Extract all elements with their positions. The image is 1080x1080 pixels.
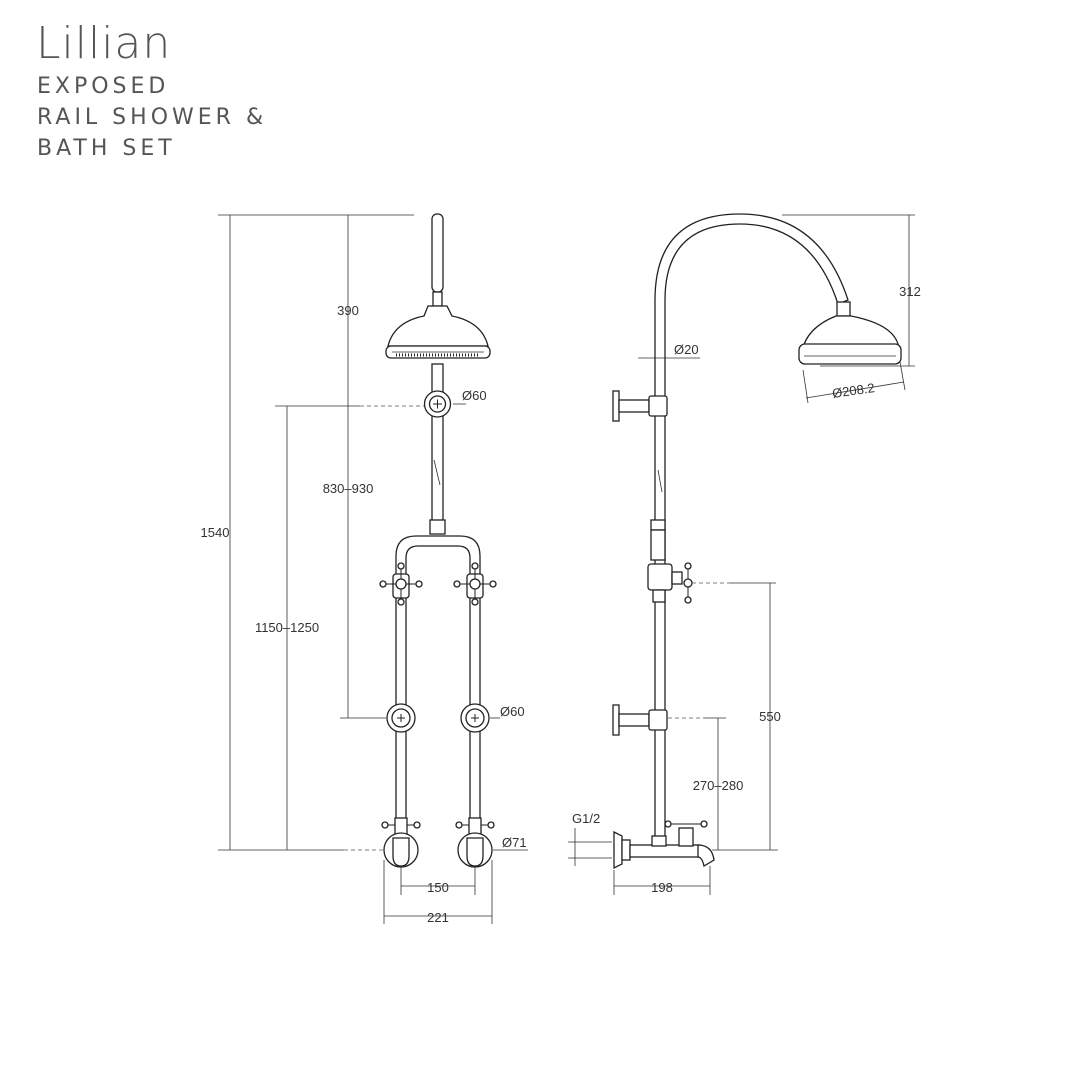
side-view-dimensions [568, 214, 915, 895]
side-view-drawing [612, 213, 902, 870]
dim-spout-range: 270–280 [693, 778, 744, 793]
dim-head-diameter-top: Ø60 [462, 388, 487, 403]
front-view-drawing [379, 213, 497, 868]
dim-valve-height: 550 [759, 709, 781, 724]
dim-overall-width: 221 [427, 910, 449, 925]
dim-bracket-diameter: Ø60 [500, 704, 525, 719]
dim-head-drop: 390 [337, 303, 359, 318]
dim-arm-height: 312 [899, 284, 921, 299]
dim-total-height: 1540 [201, 525, 230, 540]
dim-projection: 198 [651, 880, 673, 895]
dim-outlet-height: 1150–1250 [255, 620, 319, 635]
product-title: Lillian [36, 18, 172, 69]
dim-pipe-diameter: Ø20 [674, 342, 699, 357]
product-subtitle-line-2: RAIL SHOWER & [37, 105, 268, 130]
product-subtitle-line-1: EXPOSED [37, 74, 170, 99]
dim-flange-diameter: Ø71 [502, 835, 527, 850]
dim-head-diameter: Ø208.2 [831, 380, 875, 401]
front-view-dimensions [218, 214, 528, 924]
dim-bracket-range: 830–930 [323, 481, 374, 496]
dim-thread: G1/2 [572, 811, 600, 826]
product-subtitle-line-3: BATH SET [37, 136, 176, 161]
dim-centres: 150 [427, 880, 449, 895]
